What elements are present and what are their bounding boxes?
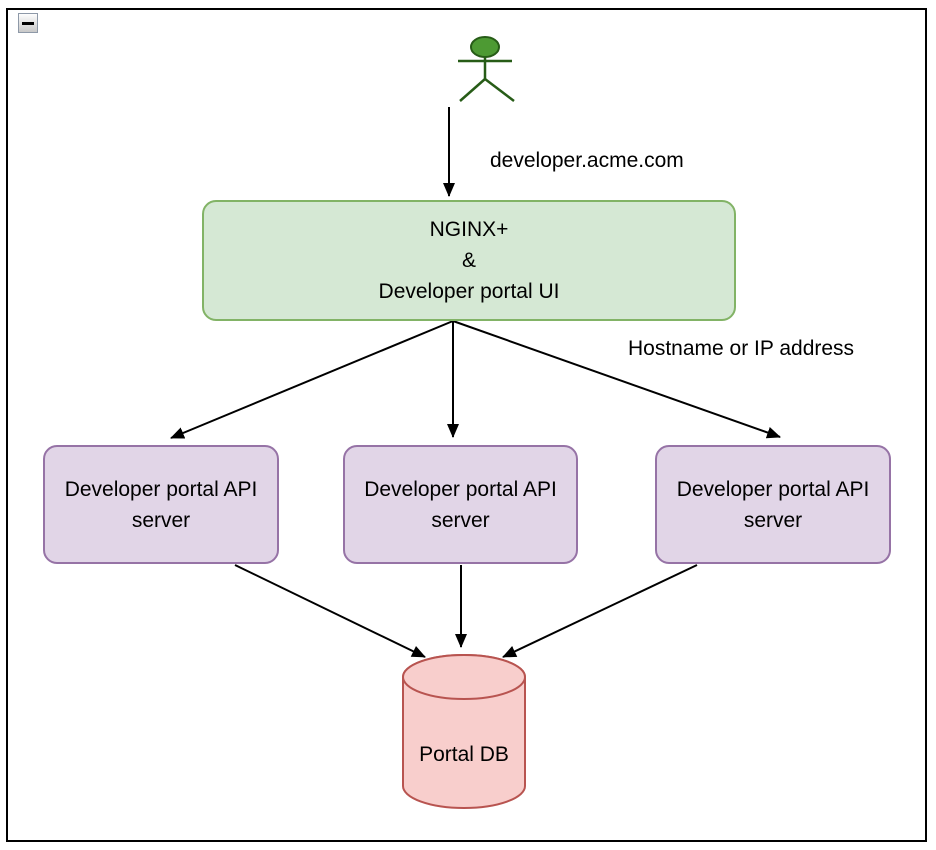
actor-head [470, 36, 500, 58]
api-server-label-line1: Developer portal API [364, 477, 557, 501]
collapse-toggle-button[interactable] [18, 13, 38, 33]
node-nginx-gateway[interactable]: NGINX+ & Developer portal UI [202, 200, 736, 321]
api-server-label-line2: server [431, 508, 490, 532]
arrow-gateway-to-api1 [170, 320, 454, 439]
arrow-api1-to-db [234, 564, 426, 658]
gateway-label-line2: & [461, 249, 476, 272]
arrow-gateway-to-api3 [452, 320, 781, 439]
edge-label-domain: developer.acme.com [490, 149, 684, 172]
node-api-server-1[interactable]: Developer portal API server [43, 445, 279, 564]
node-api-server-2[interactable]: Developer portal API server [343, 445, 578, 564]
api-server-label-line2: server [131, 508, 191, 532]
actor-right-leg [484, 78, 515, 102]
node-api-server-3[interactable]: Developer portal API server [655, 445, 891, 564]
gateway-label-line3: Developer portal UI [378, 280, 560, 303]
api-server-label-line1: Developer portal API [64, 477, 258, 501]
minus-icon [22, 21, 34, 25]
api-server-label-line2: server [743, 508, 803, 532]
arrow-api3-to-db [502, 564, 698, 658]
portal-db-label: Portal DB [419, 743, 509, 766]
api-server-label-line1: Developer portal API [676, 477, 870, 501]
user-actor[interactable] [458, 36, 515, 102]
gateway-label-line1: NGINX+ [429, 218, 509, 241]
edge-label-hostname: Hostname or IP address [628, 337, 855, 360]
cylinder-top-rim [402, 654, 526, 700]
actor-left-leg [459, 78, 486, 102]
portal-db-cylinder[interactable] [402, 654, 526, 809]
